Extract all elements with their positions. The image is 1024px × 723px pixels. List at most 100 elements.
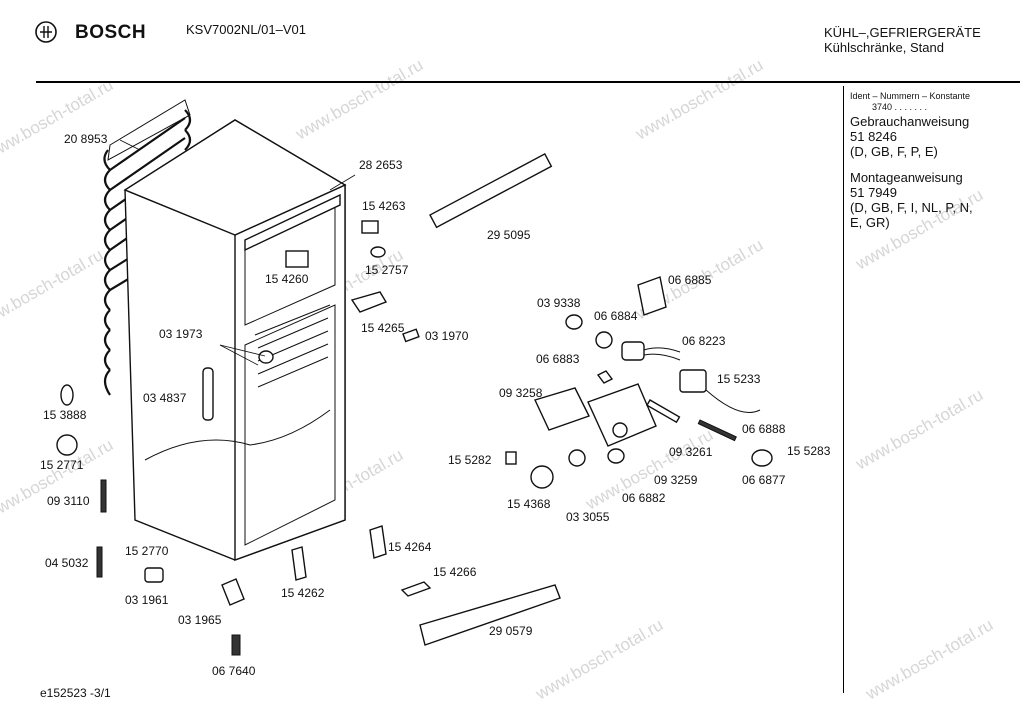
part-label: 03 4837 xyxy=(143,391,187,405)
part-label: 15 2770 xyxy=(125,544,169,558)
part-thermo-sensor xyxy=(202,367,214,421)
part-label: 03 1965 xyxy=(178,613,222,627)
watermark-text: www.bosch-total.ru xyxy=(632,55,767,144)
watermark-text: www.bosch-total.ru xyxy=(0,245,106,334)
part-label: 15 5282 xyxy=(448,453,492,467)
part-label: 03 1961 xyxy=(125,593,169,607)
fridge-cabinet xyxy=(123,119,347,561)
install-number: 51 7949 xyxy=(850,185,897,200)
part-label: 15 4265 xyxy=(361,321,405,335)
part-label: 28 2653 xyxy=(359,158,403,172)
part-label: 03 1973 xyxy=(159,327,203,341)
part-label: 15 4264 xyxy=(388,540,432,554)
header-divider xyxy=(36,81,1020,83)
part-hinge-bottom xyxy=(221,578,245,606)
leader-lines xyxy=(119,139,356,366)
part-label: 09 3261 xyxy=(669,445,713,459)
part-label: 06 6877 xyxy=(742,473,786,487)
part-label: 15 5233 xyxy=(717,372,761,386)
part-label: 06 6884 xyxy=(594,309,638,323)
part-capacitor xyxy=(144,567,164,583)
part-spring xyxy=(596,370,614,384)
part-label: 29 5095 xyxy=(487,228,531,242)
part-control-box xyxy=(534,387,590,431)
part-label: 15 5283 xyxy=(787,444,831,458)
watermark-text: www.bosch-total.ru xyxy=(532,615,667,704)
watermark-text: www.bosch-total.ru xyxy=(0,75,116,164)
part-label: 09 3258 xyxy=(499,386,543,400)
part-rod xyxy=(100,479,107,513)
part-label: 04 5032 xyxy=(45,556,89,570)
part-bracket-lower xyxy=(369,525,387,559)
install-languages-2: E, GR) xyxy=(850,215,890,230)
part-label: 15 4262 xyxy=(281,586,325,600)
part-handle-clip xyxy=(400,581,432,597)
part-label: 03 9338 xyxy=(537,296,581,310)
part-label: 15 4260 xyxy=(265,272,309,286)
watermark-text: www.bosch-total.ru xyxy=(862,615,997,704)
part-hinge-bracket xyxy=(291,546,307,581)
side-divider xyxy=(843,86,844,693)
part-nut xyxy=(568,449,586,467)
part-label: 29 0579 xyxy=(489,624,533,638)
part-hinge-pin xyxy=(258,350,274,364)
bosch-logo-icon xyxy=(35,21,57,43)
part-bracket-top xyxy=(361,220,379,234)
part-label: 06 6882 xyxy=(622,491,666,505)
part-label: 06 7640 xyxy=(212,664,256,678)
part-label: 06 8223 xyxy=(682,334,726,348)
part-motor xyxy=(679,369,707,393)
part-label: 15 3888 xyxy=(43,408,87,422)
ident-value: 3740 . . . . . . . xyxy=(872,102,928,112)
part-dial xyxy=(530,465,554,489)
manual-number: 51 8246 xyxy=(850,129,897,144)
category-line-2: Kühlschränke, Stand xyxy=(824,40,944,55)
part-wheel xyxy=(56,434,78,456)
part-sensor-tube xyxy=(697,419,737,442)
install-title: Montageanweisung xyxy=(850,170,963,185)
part-label: 15 4263 xyxy=(362,199,406,213)
part-door-handle xyxy=(419,584,561,646)
part-label: 15 2771 xyxy=(40,458,84,472)
part-lamp xyxy=(751,449,773,467)
part-label: 15 2757 xyxy=(365,263,409,277)
part-clip xyxy=(402,328,420,343)
part-label: 20 8953 xyxy=(64,132,108,146)
part-label: 03 1970 xyxy=(425,329,469,343)
part-plug xyxy=(370,246,386,258)
part-knob xyxy=(565,314,583,330)
part-foot-screw xyxy=(231,634,241,656)
brand-name: BOSCH xyxy=(75,22,147,43)
part-lamp-holder xyxy=(285,250,309,268)
part-label: 06 6888 xyxy=(742,422,786,436)
document-code: e152523 -3/1 xyxy=(40,686,111,700)
part-relay xyxy=(621,341,645,361)
model-number: KSV7002NL/01–V01 xyxy=(186,22,306,37)
part-switch xyxy=(505,451,517,465)
part-label: 15 4266 xyxy=(433,565,477,579)
part-cap xyxy=(60,384,74,406)
part-cap-knob xyxy=(607,448,625,464)
manual-title: Gebrauchanweisung xyxy=(850,114,970,129)
part-label: 09 3110 xyxy=(47,494,90,508)
part-control-housing xyxy=(587,383,657,447)
part-label: 06 6885 xyxy=(668,273,712,287)
watermark-text: www.bosch-total.ru xyxy=(292,55,427,144)
part-shelf-profile xyxy=(429,153,553,229)
part-label: 09 3259 xyxy=(654,473,698,487)
part-label: 06 6883 xyxy=(536,352,580,366)
part-label: 03 3055 xyxy=(566,510,610,524)
condenser-coil xyxy=(103,99,192,396)
part-ring xyxy=(595,331,613,349)
category-line-1: KÜHL–,GEFRIERGERÄTE xyxy=(824,25,981,40)
part-label: 15 4368 xyxy=(507,497,551,511)
part-thermostat xyxy=(646,399,681,424)
ident-label: Ident – Nummern – Konstante xyxy=(850,91,971,101)
part-bracket-mid xyxy=(350,291,388,313)
install-languages-1: (D, GB, F, I, NL, P, N, xyxy=(850,200,973,215)
manual-languages: (D, GB, F, P, E) xyxy=(850,144,938,159)
part-thermostat-bracket xyxy=(637,276,667,316)
watermark-text: www.bosch-total.ru xyxy=(852,385,987,474)
part-pin xyxy=(96,546,103,578)
